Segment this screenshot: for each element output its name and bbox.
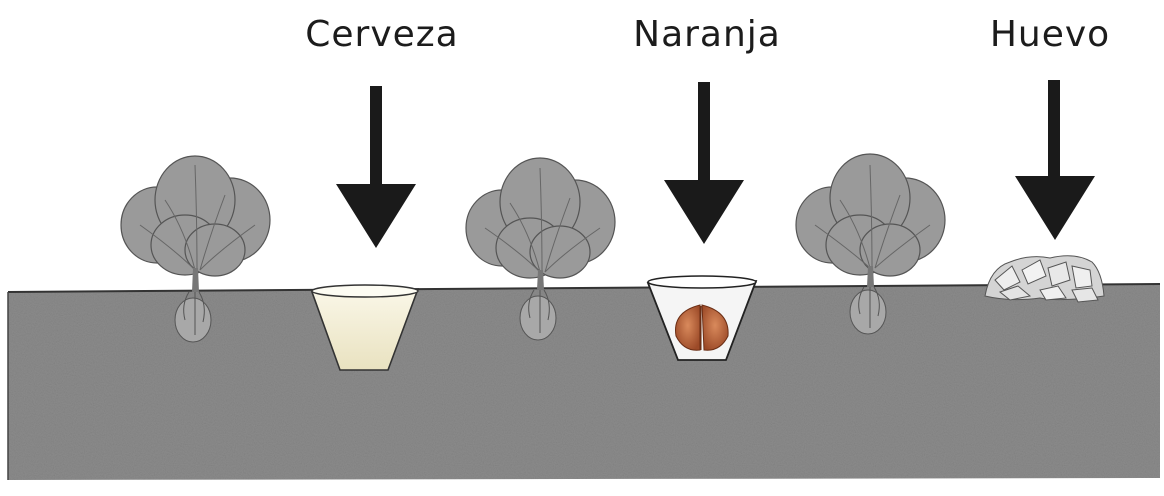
arrow-down-icon — [1015, 80, 1095, 240]
beer-label: Cerveza — [305, 14, 459, 55]
egg-label: Huevo — [990, 14, 1110, 55]
eggshell-icon — [985, 256, 1104, 302]
orange-label: Naranja — [633, 14, 781, 55]
arrow-down-icon — [336, 86, 416, 248]
arrow-down-icon — [664, 82, 744, 244]
